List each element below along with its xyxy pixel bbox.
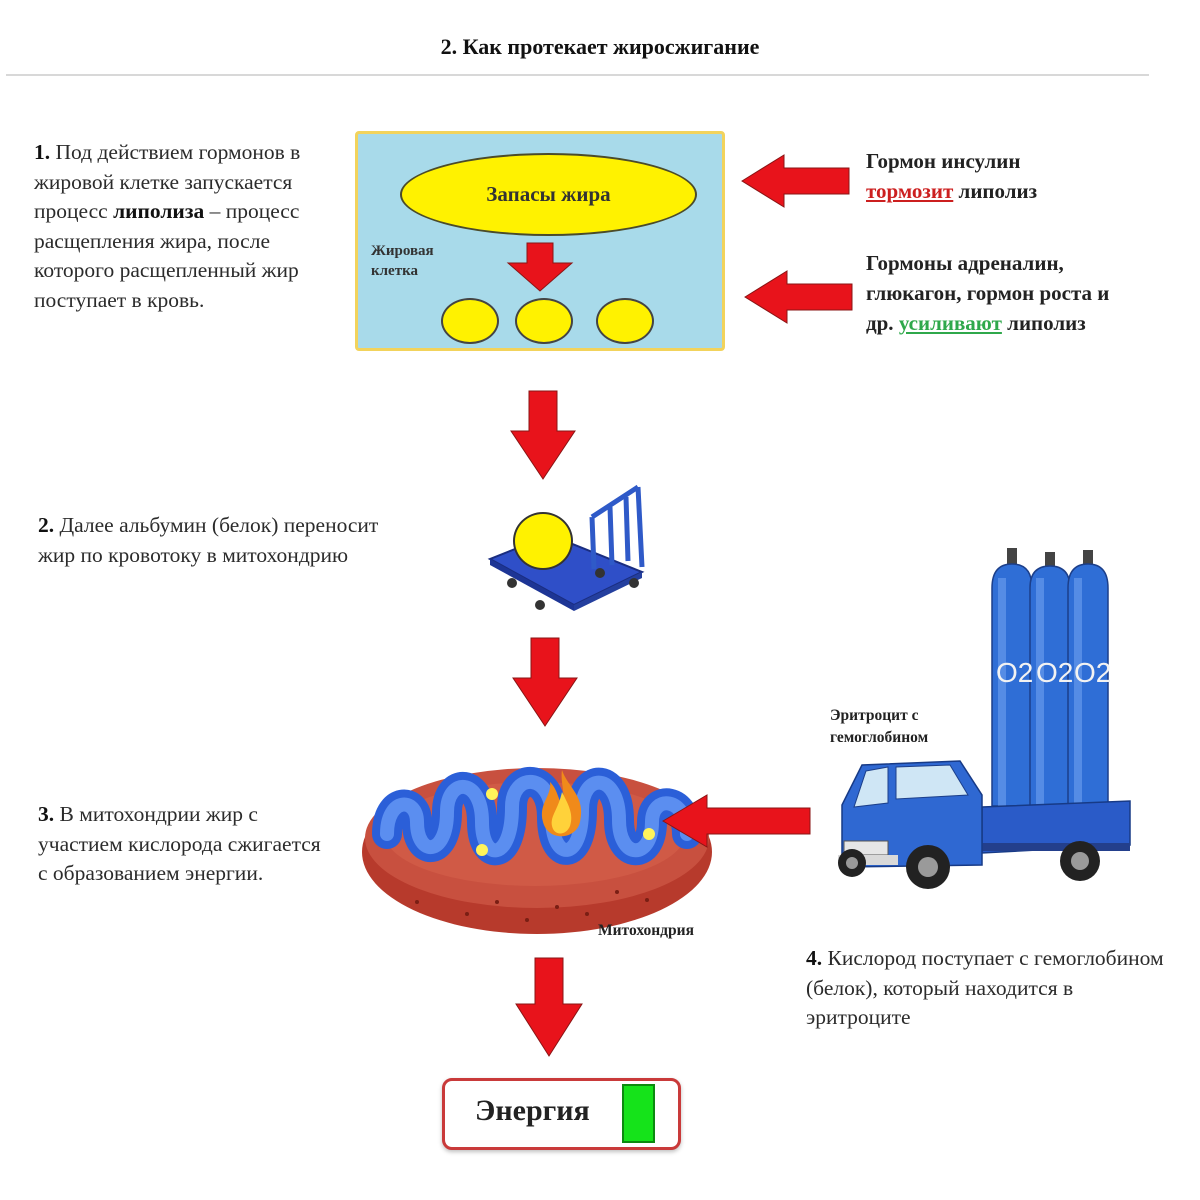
hormones-arrow-icon — [744, 270, 853, 324]
down-arrow-3-icon — [515, 957, 583, 1057]
inhibit-verb: тормозит — [866, 179, 954, 203]
o2-label-2: O2 — [1036, 657, 1074, 688]
enhance-verb: усиливают — [898, 311, 1002, 335]
other-hormones-prefix: др. — [866, 311, 899, 335]
insulin-line1: Гормон инсулин — [866, 149, 1021, 173]
insulin-text: Гормон инсулин тормозит липолиз — [866, 146, 1037, 206]
title-divider — [6, 74, 1149, 76]
step-4-text: 4. Кислород поступает с гемоглобином (бе… — [806, 944, 1176, 1033]
other-hormones-text: Гормоны адреналин, глюкагон, гормон рост… — [866, 248, 1109, 338]
fat-ball — [513, 512, 573, 570]
mitochondrion-icon — [362, 767, 712, 934]
oxygen-cylinders-icon — [991, 548, 1109, 807]
other-hormones-tail: липолиз — [1001, 311, 1086, 335]
fat-droplet-1 — [441, 298, 499, 344]
erythrocyte-label-line1: Эритроцит с — [830, 707, 919, 724]
energy-battery-icon — [622, 1084, 655, 1143]
step-2-number: 2. — [38, 513, 55, 537]
down-arrow-1-icon — [510, 390, 576, 480]
step-4-body: Кислород поступает с гемоглобином (белок… — [806, 946, 1164, 1029]
fat-droplet-3 — [596, 298, 654, 344]
step-1-number: 1. — [34, 140, 51, 164]
insulin-arrow-icon — [741, 154, 850, 208]
fat-cell-label-line2: клетка — [371, 263, 418, 279]
step-1-lipolysis-term: липолиза — [113, 199, 205, 223]
o2-label-1: O2 — [996, 657, 1034, 688]
step-3-body: В митохондрии жир с участием кислорода с… — [38, 802, 321, 885]
other-hormones-line1: Гормоны адреналин, — [866, 251, 1064, 275]
fat-droplet-2 — [515, 298, 573, 344]
fat-cell-label: Жировая клетка — [371, 241, 434, 281]
fat-split-arrow-icon — [506, 242, 574, 292]
erythrocyte-label-line2: гемоглобином — [830, 729, 929, 746]
step-4-number: 4. — [806, 946, 823, 970]
o2-label-3: O2 — [1074, 657, 1112, 688]
step-1-text-a: Под действием гормонов в жировой клетке … — [34, 140, 301, 223]
step-3-number: 3. — [38, 802, 55, 826]
flame-icon — [541, 770, 582, 837]
step-3-text: 3. В митохондрии жир с участием кислород… — [38, 800, 323, 889]
step-2-body: Далее альбумин (белок) переносит жир по … — [38, 513, 379, 567]
insulin-tail: липолиз — [953, 179, 1038, 203]
energy-label: Энергия — [475, 1094, 590, 1127]
other-hormones-line2: глюкагон, гормон роста и — [866, 281, 1110, 305]
cylinder-3 — [1067, 550, 1109, 807]
insulin-line2: тормозит липолиз — [866, 176, 1037, 206]
step-1-text-b: – процесс расщепления жира, после которо… — [34, 199, 300, 312]
truck-icon — [838, 760, 1131, 889]
mitochondria-label: Митохондрия — [598, 922, 694, 939]
page-title: 2. Как протекает жиросжигание — [440, 34, 760, 59]
step-1-text: 1. Под действием гормонов в жировой клет… — [34, 138, 344, 315]
step-2-text: 2. Далее альбумин (белок) переносит жир … — [38, 511, 383, 570]
erythrocyte-label: Эритроцит с гемоглобином — [830, 705, 928, 749]
other-hormones-line3: др. усиливают липолиз — [866, 308, 1109, 338]
fat-cell-label-line1: Жировая — [371, 243, 434, 259]
oxygen-arrow-icon — [662, 794, 811, 848]
down-arrow-2-icon — [512, 637, 578, 727]
fat-stores-oval: Запасы жира — [400, 153, 697, 236]
